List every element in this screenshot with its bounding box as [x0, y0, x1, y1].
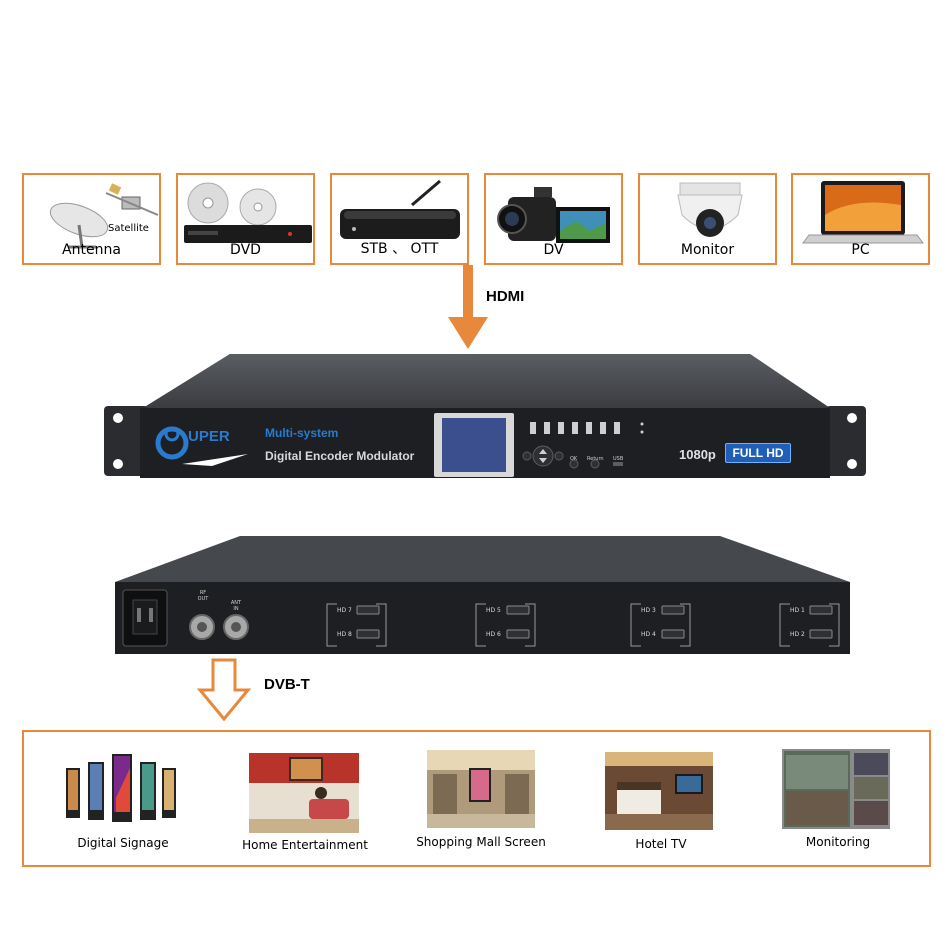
- encoder-front-panel: [104, 354, 866, 478]
- application-label: Home Entertainment: [242, 838, 368, 852]
- application-label: Digital Signage: [77, 836, 169, 850]
- device-title-line1: Multi-system: [265, 426, 339, 440]
- hdmi-port-label: HD 8: [337, 631, 352, 638]
- shopping-mall-screen-icon: [427, 750, 535, 828]
- home-entertainment-icon: [249, 753, 359, 833]
- application-label: Monitoring: [805, 835, 871, 849]
- hdmi-port-label: HD 1: [790, 607, 805, 614]
- source-label: DVD: [230, 242, 261, 258]
- monitoring-icon: [782, 749, 890, 829]
- laptop-icon: [802, 181, 924, 244]
- usb-port-label: USB: [613, 456, 624, 462]
- dvb-t-arrow-icon: [196, 658, 252, 722]
- source-pc: PC: [791, 173, 930, 265]
- hdmi-arrow-icon: [448, 265, 488, 349]
- source-label: STB 、 OTT: [360, 241, 439, 257]
- ant-in-label: ANT IN: [230, 600, 242, 612]
- hdmi-port-label: HD 2: [790, 631, 805, 638]
- source-label: Monitor: [680, 242, 735, 258]
- hotel-tv-icon: [605, 752, 713, 830]
- dome-camera-icon: [677, 182, 743, 237]
- source-label: Antenna: [62, 242, 121, 258]
- hdmi-port-label: HD 5: [486, 607, 501, 614]
- source-dvd: DVD: [176, 173, 315, 265]
- dvb-t-label: DVB-T: [264, 676, 310, 693]
- brand-logo-text: UPER: [188, 428, 230, 445]
- source-monitor: Monitor: [638, 173, 777, 265]
- resolution-label: 1080p: [679, 447, 716, 462]
- hdmi-label: HDMI: [486, 288, 525, 305]
- application-label: Shopping Mall Screen: [416, 835, 546, 849]
- hdmi-port-label: HD 7: [337, 607, 352, 614]
- camcorder-icon: [497, 187, 610, 243]
- source-stb-ott: STB 、 OTT: [330, 173, 469, 265]
- source-dv: DV: [484, 173, 623, 265]
- hdmi-port-label: HD 6: [486, 631, 501, 638]
- digital-signage-icon: [66, 754, 176, 822]
- application-label: Hotel TV: [635, 837, 687, 851]
- satellite-dish-icon: [49, 183, 159, 249]
- encoder-rear-panel: [115, 536, 850, 654]
- set-top-box-icon: [340, 179, 460, 239]
- rf-out-label: RF OUT: [197, 590, 209, 602]
- dvd-player-icon: [184, 182, 312, 243]
- return-button-label: Return: [587, 456, 604, 462]
- ok-button-label: OK: [570, 456, 578, 462]
- device-title-line2: Digital Encoder Modulator: [265, 449, 415, 463]
- source-label: DV: [543, 242, 564, 258]
- source-label: PC: [851, 242, 870, 258]
- source-sub-label: Satellite: [108, 223, 149, 234]
- hdmi-port-label: HD 3: [641, 607, 656, 614]
- full-hd-badge: FULL HD: [725, 443, 791, 463]
- source-antenna: Satellite Antenna: [22, 173, 161, 265]
- hdmi-port-label: HD 4: [641, 631, 656, 638]
